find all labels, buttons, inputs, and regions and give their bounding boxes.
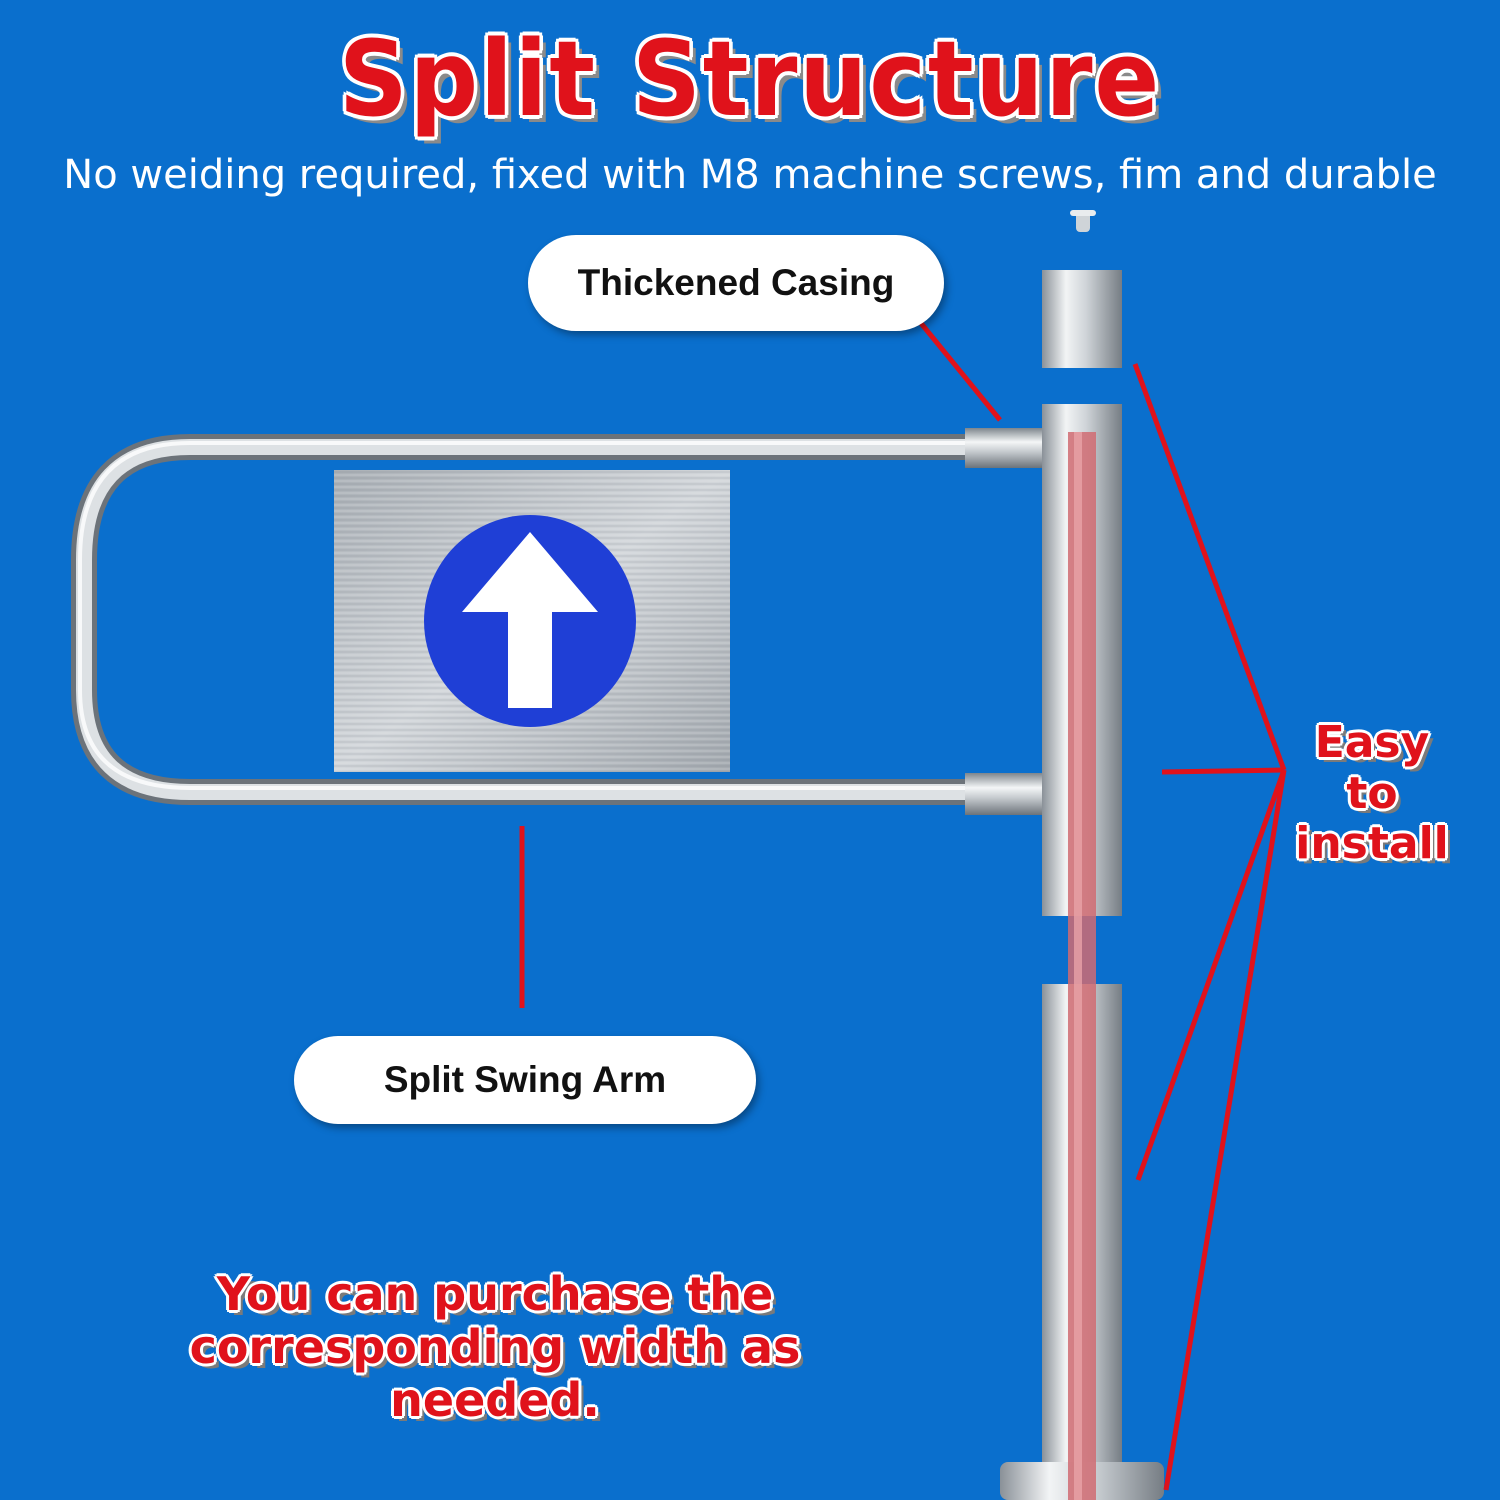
- post-cap-segment: [1042, 270, 1122, 368]
- easy-line-2: install: [1295, 818, 1449, 870]
- page-title: Split Structure: [338, 18, 1162, 140]
- swing-arm-tube: [71, 428, 1045, 815]
- purchase-width-note: You can purchase the corresponding width…: [100, 1268, 890, 1427]
- easy-line-1: Easy to: [1314, 717, 1430, 819]
- upper-collar: [965, 428, 1045, 468]
- casing-leader-line: [918, 320, 1002, 422]
- lower-collar: [965, 773, 1045, 815]
- install-leader-line-3: [1135, 769, 1287, 1181]
- install-leader-line-4: [1163, 769, 1287, 1491]
- install-leader-line-1: [1132, 363, 1287, 771]
- thickened-casing-label: Thickened Casing: [528, 235, 944, 331]
- purchase-line-2: corresponding width as needed.: [189, 1319, 801, 1427]
- purchase-line-1: You can purchase the: [216, 1267, 774, 1321]
- up-arrow-icon: [462, 532, 598, 708]
- subtitle: No weiding required, fixed with M8 machi…: [63, 152, 1437, 198]
- easy-to-install-label: Easy to install: [1282, 717, 1462, 870]
- post: [1000, 210, 1164, 1500]
- split-swing-arm-label: Split Swing Arm: [294, 1036, 756, 1124]
- sign-plate: [334, 470, 730, 772]
- install-leader-line-2: [1161, 767, 1285, 775]
- callout-lines: [519, 320, 1287, 1491]
